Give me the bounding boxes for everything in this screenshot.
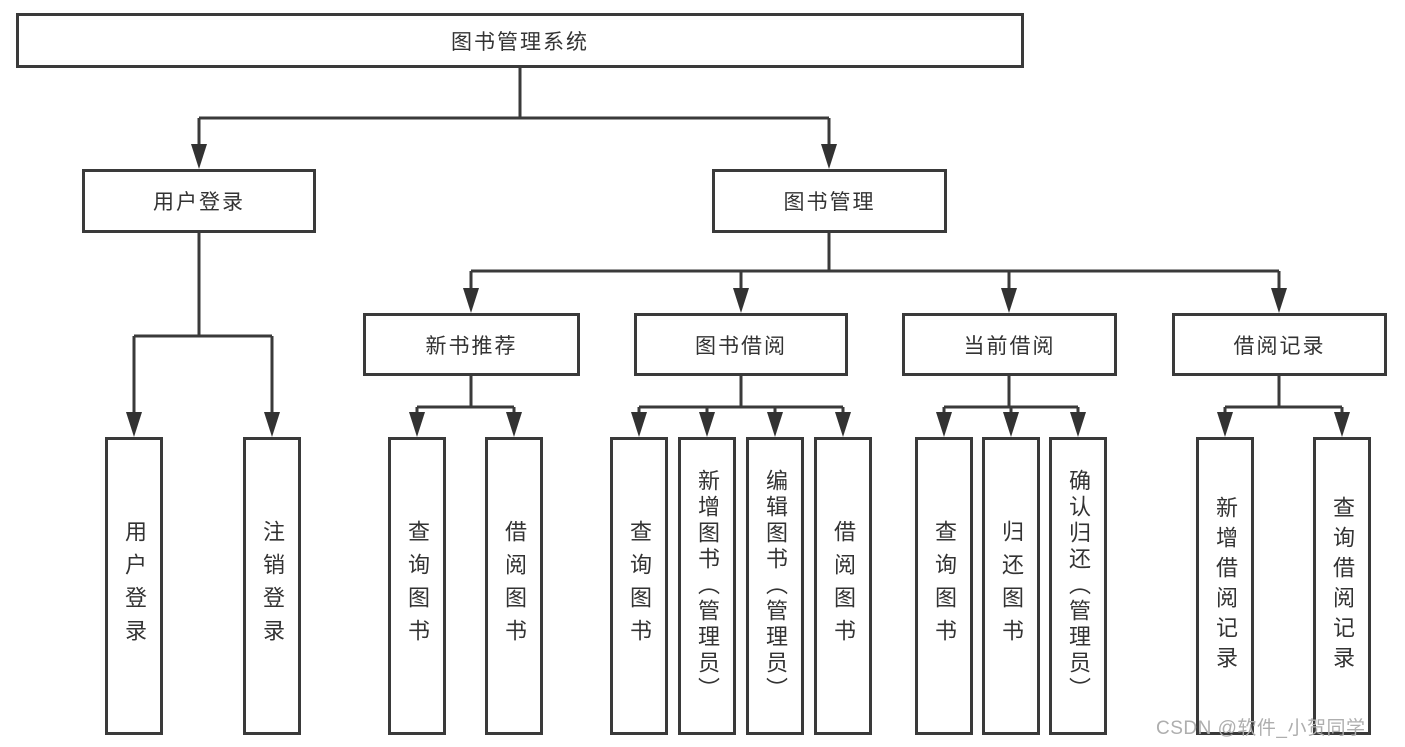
leaf-label: 编辑图书（管理员） <box>763 469 788 703</box>
node-root-label: 图书管理系统 <box>451 30 589 54</box>
leaf-label: 确认归还（管理员） <box>1066 469 1091 703</box>
node-book-management-label: 图书管理 <box>783 191 876 214</box>
leaf-borrow-books-recommend: 借阅图书 <box>485 437 543 735</box>
node-book-borrow: 图书借阅 <box>634 313 848 376</box>
connector-line <box>197 68 831 152</box>
leaf-label: 借阅图书 <box>831 520 856 652</box>
connector-line <box>1223 376 1344 420</box>
leaf-add-borrow-record: 新增借阅记录 <box>1196 437 1254 735</box>
node-borrow-records-label: 借阅记录 <box>1233 334 1326 358</box>
arrowhead <box>191 144 207 169</box>
leaf-borrow-books: 借阅图书 <box>814 437 872 735</box>
leaf-label: 新增图书（管理员） <box>695 469 720 703</box>
leaf-query-books-recommend: 查询图书 <box>388 437 446 735</box>
arrowhead <box>126 412 142 437</box>
node-borrow-records: 借阅记录 <box>1172 313 1387 376</box>
arrowhead <box>767 412 783 437</box>
node-current-borrow: 当前借阅 <box>902 313 1117 376</box>
arrowhead <box>463 288 479 313</box>
node-book-borrow-label: 图书借阅 <box>695 334 787 358</box>
leaf-label: 借阅图书 <box>502 520 527 652</box>
csdn-watermark: CSDN @软件_小贺同学 <box>1156 718 1366 739</box>
leaf-query-borrow-record: 查询借阅记录 <box>1313 437 1371 735</box>
leaf-add-books-admin: 新增图书（管理员） <box>678 437 736 735</box>
connector-borrow-records-to-leaves <box>1217 376 1350 437</box>
connector-current-borrow-to-leaves <box>936 376 1086 437</box>
leaf-label: 查询图书 <box>932 520 957 652</box>
leaf-label: 归还图书 <box>999 520 1024 652</box>
arrowhead <box>1003 412 1019 437</box>
leaf-label: 查询图书 <box>405 520 430 652</box>
node-new-book-recommend-label: 新书推荐 <box>425 334 518 358</box>
leaf-query-books-borrow: 查询图书 <box>610 437 668 735</box>
leaf-query-books-current: 查询图书 <box>915 437 973 735</box>
leaf-user-login: 用户登录 <box>105 437 163 735</box>
connector-line <box>132 233 274 420</box>
node-new-book-recommend: 新书推荐 <box>363 313 580 376</box>
connector-line <box>637 376 845 420</box>
arrowhead <box>1001 288 1017 313</box>
arrowhead <box>631 412 647 437</box>
node-book-management: 图书管理 <box>712 169 947 233</box>
arrowhead <box>936 412 952 437</box>
connector-root-to-level2 <box>191 68 837 169</box>
node-root: 图书管理系统 <box>16 13 1024 68</box>
leaf-label: 用户登录 <box>122 520 147 652</box>
arrowhead <box>733 288 749 313</box>
leaf-label: 新增借阅记录 <box>1213 496 1238 676</box>
node-user-login-label: 用户登录 <box>153 191 245 214</box>
arrowhead <box>264 412 280 437</box>
arrowhead <box>409 412 425 437</box>
arrowhead <box>835 412 851 437</box>
leaf-label: 注销登录 <box>260 520 285 652</box>
leaf-return-books: 归还图书 <box>982 437 1040 735</box>
leaf-label: 查询图书 <box>627 520 652 652</box>
leaf-label: 查询借阅记录 <box>1330 496 1355 676</box>
arrowhead <box>506 412 522 437</box>
connector-book-borrow-to-leaves <box>631 376 851 437</box>
node-current-borrow-label: 当前借阅 <box>963 334 1056 358</box>
connector-line <box>469 233 1281 296</box>
leaf-confirm-return-admin: 确认归还（管理员） <box>1049 437 1107 735</box>
connector-user-login-to-leaves <box>126 233 280 437</box>
node-user-login: 用户登录 <box>82 169 316 233</box>
leaf-logout: 注销登录 <box>243 437 301 735</box>
arrowhead <box>1070 412 1086 437</box>
connector-book-management-to-level3 <box>463 233 1287 313</box>
arrowhead <box>821 144 837 169</box>
arrowhead <box>1217 412 1233 437</box>
arrowhead <box>699 412 715 437</box>
connector-line <box>415 376 516 420</box>
connector-new-book-recommend-to-leaves <box>409 376 522 437</box>
arrowhead <box>1271 288 1287 313</box>
arrowhead <box>1334 412 1350 437</box>
leaf-edit-books-admin: 编辑图书（管理员） <box>746 437 804 735</box>
